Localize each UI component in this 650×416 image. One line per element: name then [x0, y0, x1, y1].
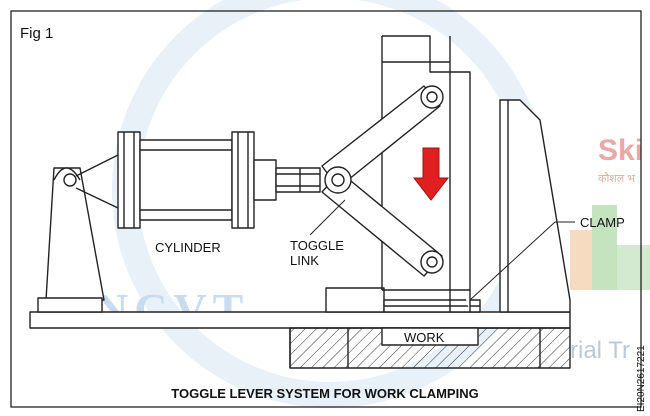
pivot-pillar [45, 167, 105, 301]
work-piece [381, 327, 479, 346]
piston-rod [275, 167, 321, 193]
cylinder-end-right [231, 131, 255, 229]
support-bracket [499, 99, 571, 313]
cylinder-label: CYLINDER [155, 240, 221, 255]
base-block [325, 287, 385, 313]
watermark-bottom-text: rial Tr [570, 337, 630, 364]
machine-drawing [29, 35, 571, 369]
toggle-label: TOGGLE [290, 238, 344, 253]
leader-lines [309, 199, 575, 301]
upper-pin [426, 91, 438, 103]
pillar-pin [63, 173, 77, 187]
link-label: LINK [290, 253, 319, 268]
watermark-brand: Ski [598, 134, 643, 167]
work-label: WORK [404, 330, 445, 345]
lower-pin [426, 256, 438, 268]
clamp-label: CLAMP [580, 215, 625, 230]
cylinder-body [139, 139, 233, 221]
figure-label: Fig 1 [20, 25, 53, 42]
image-code: EI20N2617221 [636, 345, 647, 412]
cylinder-end-left [117, 131, 141, 229]
figure-border [10, 10, 642, 408]
figure-caption: TOGGLE LEVER SYSTEM FOR WORK CLAMPING [171, 386, 478, 401]
rod-collar [253, 159, 277, 201]
base-plate [29, 311, 571, 329]
down-arrow-icon [412, 147, 450, 201]
pillar-foot [37, 297, 103, 313]
center-pin [331, 173, 345, 187]
watermark-hindi: कौशल भ [598, 172, 635, 185]
